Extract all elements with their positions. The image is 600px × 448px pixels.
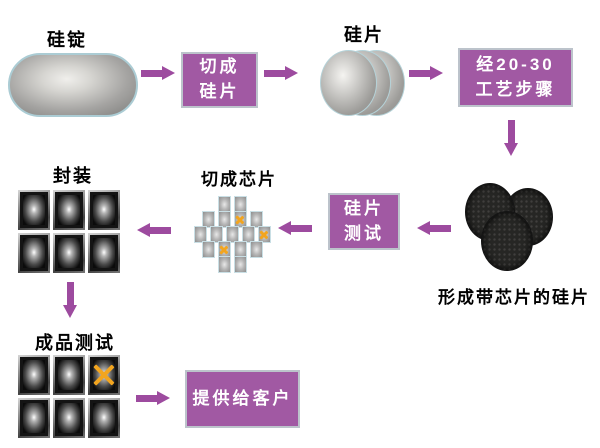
chip-row [18, 190, 120, 230]
packaged-chip [88, 398, 120, 438]
wafer-test-box-line1: 硅片 [344, 198, 384, 218]
arrow-head [162, 66, 175, 80]
cut-wafer-box-line1: 切成 [199, 57, 240, 77]
arrow-right-icon [141, 66, 175, 80]
die-chip [193, 226, 207, 243]
arrow-head [285, 66, 298, 80]
arrow-shaft [409, 69, 430, 77]
arrow-head [504, 143, 518, 156]
cut-wafer-box: 切成 硅片 [181, 52, 258, 108]
final-test-chips-grid [18, 355, 120, 438]
packaged-chip [53, 355, 85, 395]
die-chip [225, 226, 239, 243]
package-label: 封装 [53, 166, 93, 186]
die-chip [201, 241, 215, 258]
ship-to-customer-box: 提供给客户 [185, 370, 300, 428]
process-steps-box: 经20-30 工艺步骤 [458, 48, 573, 107]
arrow-down-icon [504, 120, 518, 156]
chip-row [18, 398, 120, 438]
die-row [217, 256, 247, 273]
ingot-label: 硅锭 [47, 30, 87, 50]
die-chip [217, 211, 231, 228]
packaged-chip [88, 355, 120, 395]
wafer-test-box-line2: 测试 [344, 223, 384, 243]
die-chip [217, 256, 231, 273]
packaged-chip [53, 190, 85, 230]
die-chip [233, 256, 247, 273]
packaged-chip [88, 233, 120, 273]
arrow-down-icon [63, 282, 77, 318]
die-chip [249, 211, 263, 228]
arrow-head [417, 221, 430, 235]
arrow-left-icon [417, 221, 451, 235]
arrow-shaft [291, 224, 312, 232]
packaged-chip [53, 233, 85, 273]
packaged-chip [18, 398, 50, 438]
final-test-label: 成品测试 [35, 333, 115, 353]
die-chip [217, 241, 231, 258]
wafer-shape [320, 50, 377, 116]
ship-to-customer-box-line1: 提供给客户 [192, 388, 293, 408]
arrow-shaft [507, 120, 515, 143]
packaged-chip [88, 190, 120, 230]
arrow-right-icon [264, 66, 298, 80]
arrow-shaft [430, 224, 451, 232]
arrow-head [430, 66, 443, 80]
die-chip [249, 241, 263, 258]
arrow-left-icon [137, 223, 171, 237]
die-chip [201, 211, 215, 228]
process-steps-box-line1: 经20-30 [476, 54, 555, 74]
diced-chips-cluster [188, 196, 276, 273]
packaged-chip [18, 190, 50, 230]
arrow-head [157, 391, 170, 405]
defect-x-mark [219, 242, 230, 257]
packaged-chip [18, 355, 50, 395]
die-chip [257, 226, 271, 243]
arrow-head [137, 223, 150, 237]
die-row [201, 211, 263, 228]
patterned-wafer-shape [481, 211, 533, 271]
die-chip [233, 211, 247, 228]
arrow-shaft [150, 226, 171, 234]
arrow-shaft [136, 394, 157, 402]
cut-wafer-box-line2: 硅片 [199, 82, 240, 101]
dice-label: 切成芯片 [201, 170, 277, 189]
die-row [193, 226, 271, 243]
die-chip [241, 226, 255, 243]
chip-row [18, 355, 120, 395]
defect-x-mark [235, 212, 246, 227]
patterned-wafer-label: 形成带芯片的硅片 [438, 288, 590, 307]
arrow-left-icon [278, 221, 312, 235]
arrow-shaft [264, 69, 285, 77]
wafer-label: 硅片 [344, 25, 384, 45]
die-chip [209, 226, 223, 243]
wafer-test-box: 硅片 测试 [328, 193, 400, 250]
silicon-ingot-shape [8, 53, 138, 117]
arrow-shaft [141, 69, 162, 77]
chip-row [18, 233, 120, 273]
packaged-chip [18, 233, 50, 273]
packaged-chip [53, 398, 85, 438]
arrow-right-icon [409, 66, 443, 80]
arrow-shaft [66, 282, 74, 305]
die-row [201, 241, 263, 258]
arrow-head [278, 221, 291, 235]
defect-x-mark [259, 227, 270, 242]
arrow-head [63, 305, 77, 318]
process-steps-box-line2: 工艺步骤 [475, 79, 556, 99]
arrow-right-icon [136, 391, 170, 405]
packaged-chips-grid [18, 190, 120, 273]
defect-x-mark [88, 355, 120, 395]
